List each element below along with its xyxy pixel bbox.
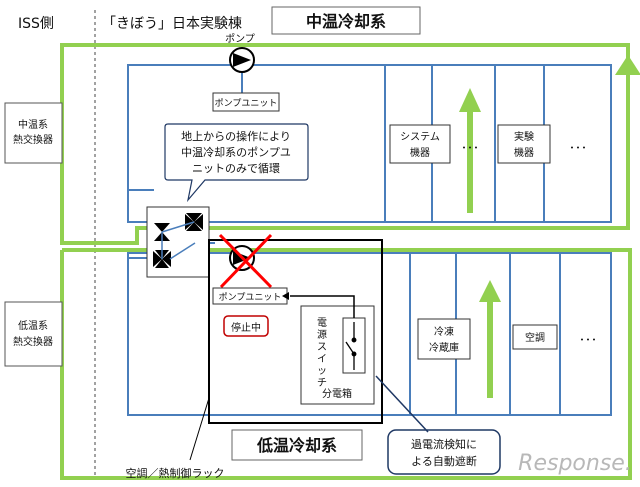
overcurrent-callout (375, 375, 501, 475)
stopped-badge (223, 315, 269, 337)
response-watermark: Response. (518, 451, 632, 476)
callout-bubble (164, 123, 309, 203)
rack-leader-line (189, 397, 210, 461)
distribution-box-label: 分電箱 (322, 387, 352, 400)
svg-text:イ: イ (317, 354, 327, 365)
low-title: 低温冷却系 (256, 436, 337, 455)
kibo-label: 「きぼう」日本実験棟 (102, 16, 242, 32)
low-flow-arrow (479, 280, 501, 398)
mid-flow-arrow (459, 88, 481, 213)
experiment-line2: 機器 (514, 146, 534, 159)
svg-text:ス: ス (317, 342, 327, 353)
thermal-control-rack (208, 239, 383, 424)
iss-side-label: ISS側 (18, 16, 54, 32)
ellipsis-mid-1: ･･･ (461, 141, 479, 155)
svg-text:ッ: ッ (317, 366, 327, 377)
callout-line2: 中温冷却系のポンプユ (181, 146, 291, 159)
aircon-box (512, 324, 558, 350)
mid-pipe-network (127, 64, 612, 223)
mid-title: 中温冷却系 (306, 12, 386, 31)
stopped-label: 停止中 (231, 321, 261, 334)
overcurrent-line2: よる自動遮断 (411, 454, 477, 468)
hx-low-line2: 熱交換器 (13, 335, 53, 348)
ellipsis-low: ･･･ (579, 333, 597, 347)
valve-upper-icon (185, 213, 203, 231)
low-green-loop (60, 248, 632, 480)
pump-unit-low-label: ポンプユニット (219, 292, 282, 303)
experiment-line1: 実験 (514, 130, 534, 143)
rack-label: 空調／熱制御ラック (126, 466, 225, 480)
svg-text:チ: チ (317, 377, 327, 389)
valve-internal-pipes (161, 221, 196, 260)
system-line1: システム (400, 131, 440, 143)
freezer-box (417, 318, 471, 360)
mid-loop-arrow-head (615, 55, 640, 75)
freezer-line1: 冷凍 (434, 325, 454, 338)
experiment-equipment-box (497, 124, 551, 164)
low-heat-exchanger-box (4, 301, 63, 367)
system-equipment-box (389, 124, 451, 164)
pump-unit-top-box (212, 92, 280, 112)
mid-heat-exchanger-box (4, 102, 63, 164)
pump-top-icon (229, 47, 255, 73)
callout-line1: 地上からの操作により (181, 129, 291, 143)
hx-mid-line1: 中温系 (18, 118, 48, 131)
svg-text:電: 電 (317, 317, 327, 329)
overcurrent-line1: 過電流検知に (411, 437, 477, 451)
mid-title-box (271, 6, 421, 35)
system-line2: 機器 (410, 146, 430, 159)
hx-mid-line2: 熱交換器 (13, 133, 53, 146)
power-switch-icon (345, 322, 357, 370)
callout-line3: ニットのみで循環 (192, 162, 280, 175)
pump-top-label: ポンプ (225, 33, 255, 45)
ellipsis-mid-2: ･･･ (569, 141, 587, 155)
aircon-label: 空調 (525, 331, 545, 344)
pump-stopped-cross-icon (218, 233, 273, 289)
power-switch-label: 電 源 ス イ ッ チ (317, 317, 327, 389)
control-signal-line (282, 292, 355, 318)
hx-low-line1: 低温系 (18, 319, 48, 332)
low-title-box (231, 429, 363, 461)
svg-text:源: 源 (317, 328, 327, 341)
mid-green-loop (60, 43, 630, 245)
pump-unit-top-label: ポンプユニット (215, 98, 278, 109)
freezer-line2: 冷蔵庫 (429, 341, 459, 354)
